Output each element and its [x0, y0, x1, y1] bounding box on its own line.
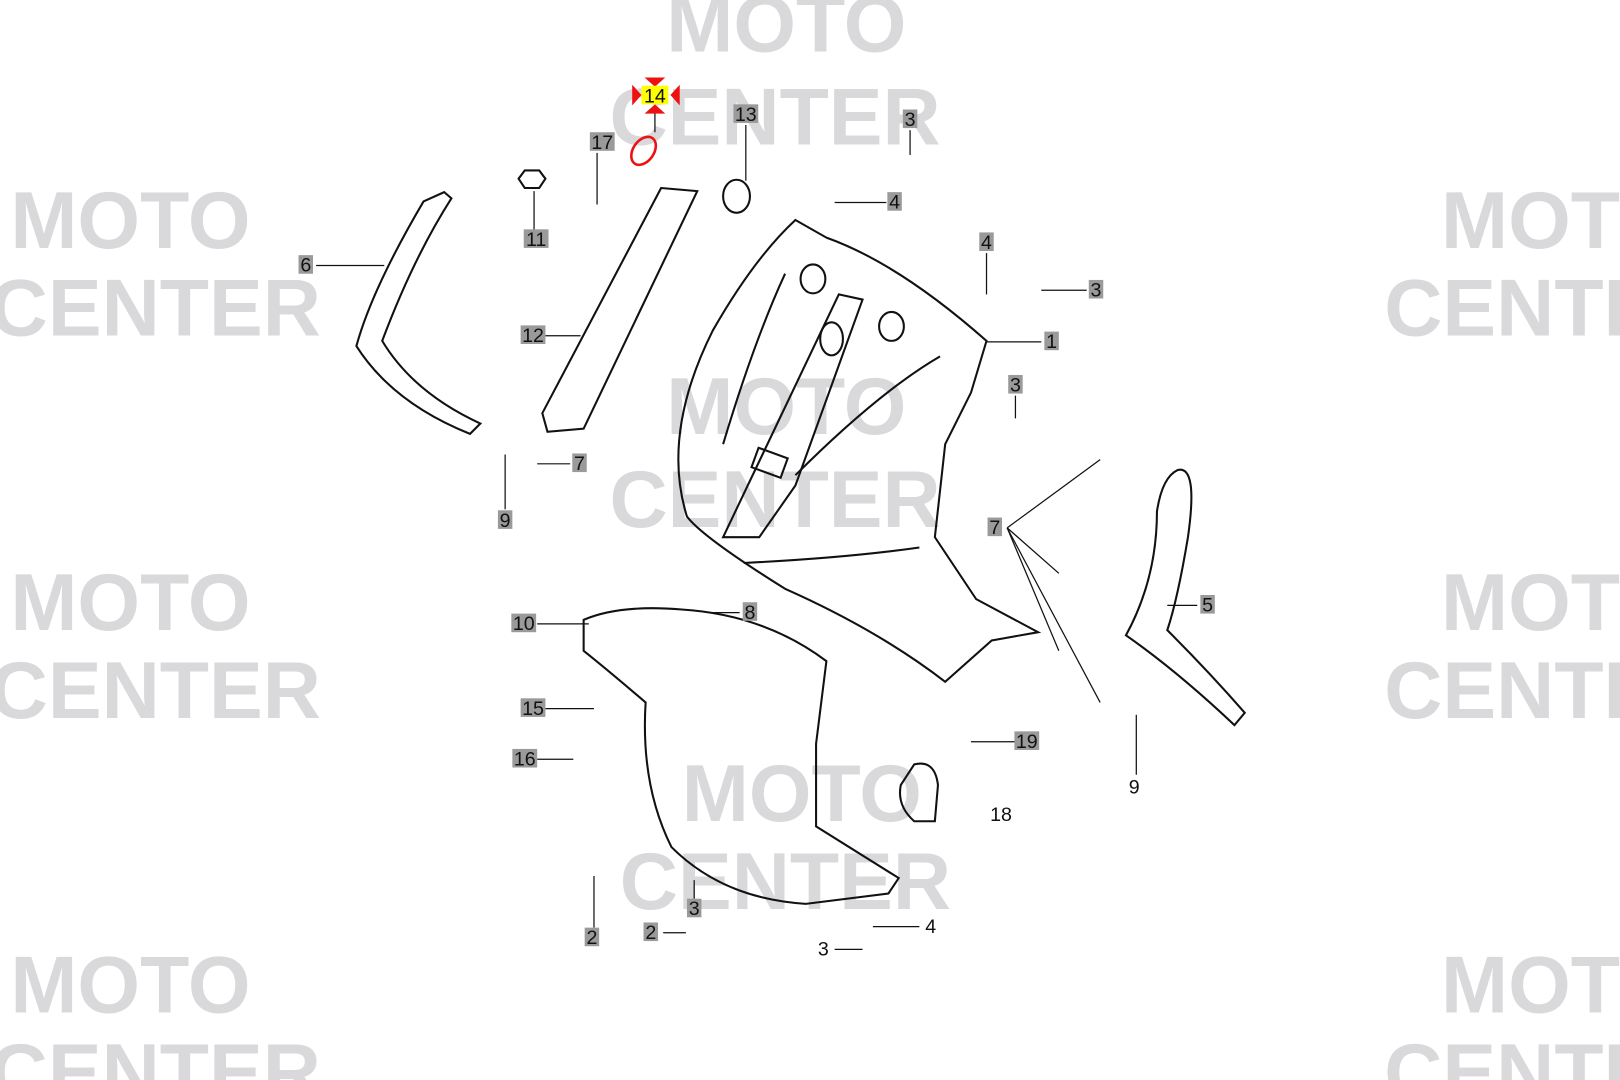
watermark-text: CENTER — [1384, 264, 1620, 354]
callout-3[interactable]: 3 — [818, 939, 829, 961]
watermark-text: MOTO — [682, 749, 922, 839]
callout-label: 4 — [981, 232, 992, 254]
callout-15[interactable]: 15 — [520, 698, 546, 720]
part-side-trim-6 — [355, 190, 483, 436]
callout-label: 13 — [735, 104, 757, 126]
part-cover-18 — [899, 762, 940, 823]
watermark-text: CENTER — [609, 455, 940, 545]
callout-3[interactable]: 3 — [686, 898, 702, 920]
watermark-text: CENTER — [0, 1028, 321, 1080]
callout-label: 14 — [644, 85, 666, 107]
callout-7[interactable]: 7 — [987, 517, 1003, 539]
callout-label: 6 — [300, 255, 311, 277]
marker-arrow-icon — [632, 84, 642, 106]
callout-9[interactable]: 9 — [497, 510, 513, 532]
callout-label: 5 — [1202, 595, 1213, 617]
callout-label: 9 — [1129, 776, 1140, 798]
part-oring-14 — [629, 135, 658, 167]
part-front-shield-1 — [677, 218, 1042, 684]
callout-label: 16 — [514, 748, 536, 770]
watermark-text: CENTER — [620, 837, 951, 927]
watermark-text: CENTER — [1384, 1028, 1620, 1080]
watermark-text: CENTER — [0, 646, 321, 736]
callout-9[interactable]: 9 — [1129, 776, 1140, 798]
callout-label: 15 — [522, 698, 544, 720]
callout-3[interactable]: 3 — [1088, 279, 1104, 301]
marker-arrow-icon — [670, 84, 680, 106]
callout-2[interactable]: 2 — [584, 927, 600, 949]
callout-label: 19 — [1016, 731, 1038, 753]
callout-10[interactable]: 10 — [511, 613, 537, 635]
callout-16[interactable]: 16 — [512, 748, 538, 770]
part-inner-panel-10 — [582, 607, 901, 905]
callout-label: 18 — [990, 804, 1012, 826]
callout-label: 10 — [513, 613, 535, 635]
callout-8[interactable]: 8 — [742, 602, 758, 624]
watermark-text: MOTO — [10, 558, 250, 648]
callout-2[interactable]: 2 — [643, 922, 659, 944]
watermark-text: MOTO — [10, 176, 250, 266]
callout-label: 3 — [818, 939, 829, 961]
callout-label: 3 — [1091, 279, 1102, 301]
callout-label: 7 — [574, 453, 585, 475]
watermark-text: MOTO — [1441, 940, 1620, 1030]
callout-17[interactable]: 17 — [589, 132, 615, 154]
callout-18[interactable]: 18 — [990, 804, 1012, 826]
callout-label: 17 — [591, 132, 613, 154]
part-side-trim-5 — [1124, 468, 1247, 727]
watermark-text: MOTO — [666, 0, 906, 70]
callout-6[interactable]: 6 — [298, 255, 313, 277]
callout-7[interactable]: 7 — [572, 453, 587, 475]
callout-label: 11 — [526, 229, 546, 251]
callout-12[interactable]: 12 — [520, 325, 546, 347]
callout-label: 4 — [925, 916, 936, 938]
callout-4[interactable]: 4 — [925, 916, 936, 938]
leader-lines — [316, 108, 1198, 950]
part-nut-11 — [517, 169, 547, 190]
callout-19[interactable]: 19 — [1014, 731, 1040, 753]
callout-label: 2 — [586, 927, 597, 949]
watermark-text: MOTO — [1441, 558, 1620, 648]
marker-arrow-icon — [644, 104, 666, 114]
callout-1[interactable]: 1 — [1044, 331, 1059, 353]
callout-4[interactable]: 4 — [887, 192, 902, 214]
watermark-text: CENTER — [0, 264, 321, 354]
callout-label: 1 — [1046, 331, 1057, 353]
callout-5[interactable]: 5 — [1200, 595, 1215, 617]
callout-14-highlighted[interactable]: 14 — [632, 77, 680, 114]
watermark-text: MOTO — [1441, 176, 1620, 266]
callout-label: 12 — [522, 325, 544, 347]
callout-4[interactable]: 4 — [979, 232, 994, 254]
watermark-text: MOTO — [666, 362, 906, 452]
callout-label: 7 — [989, 517, 1000, 539]
callout-label: 8 — [745, 602, 756, 624]
callout-label: 3 — [1010, 375, 1021, 397]
callout-3[interactable]: 3 — [902, 109, 918, 131]
callout-label: 4 — [889, 192, 900, 214]
watermark-text: CENTER — [1384, 646, 1620, 736]
part-center-strip-12 — [541, 186, 699, 433]
marker-arrow-icon — [644, 77, 666, 87]
callout-11[interactable]: 11 — [523, 229, 549, 251]
callout-13[interactable]: 13 — [733, 104, 759, 126]
callout-label: 9 — [500, 510, 511, 532]
part-oring-13 — [722, 178, 751, 214]
watermark-text: MOTO — [10, 940, 250, 1030]
callout-label: 3 — [689, 898, 700, 920]
callout-3[interactable]: 3 — [1008, 375, 1023, 397]
callout-label: 2 — [645, 922, 656, 944]
callout-label: 3 — [905, 109, 916, 131]
